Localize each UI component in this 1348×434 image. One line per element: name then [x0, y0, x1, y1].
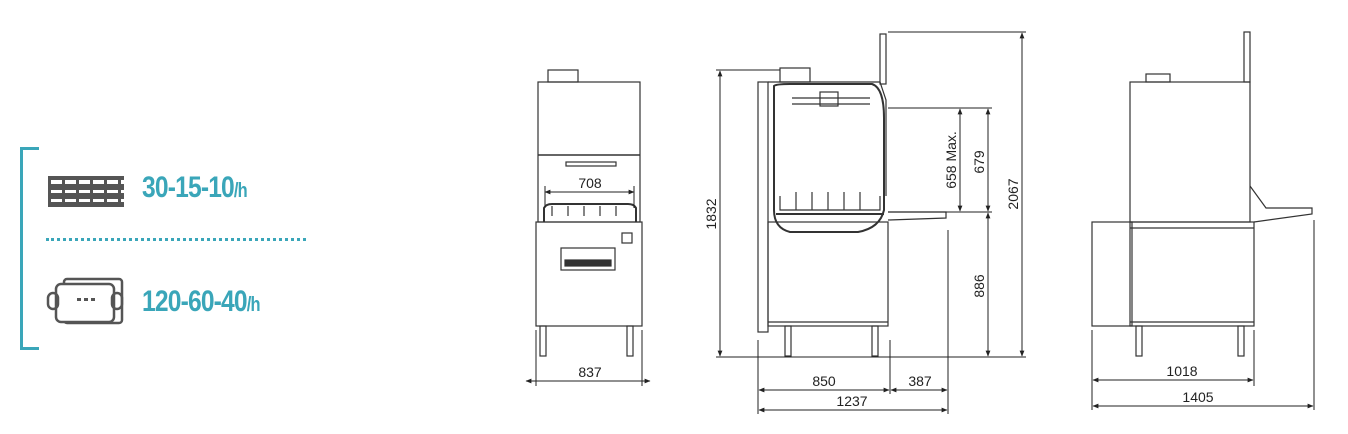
- capacity-bracket: [20, 147, 39, 350]
- dim-side-clearance-label: 658 Max.: [943, 131, 959, 189]
- dim-side-depth-label: 850: [812, 373, 836, 389]
- capacity-separator: [46, 238, 306, 241]
- dim-side-hood-travel-label: 679: [971, 150, 987, 174]
- dim-rear-total-depth-label: 1405: [1182, 389, 1213, 405]
- capacity-panel: 30-15-10/h 120-60-40/h: [0, 0, 420, 434]
- tray-icon: [46, 277, 124, 325]
- dim-rear-depth: [1091, 220, 1315, 410]
- rack-capacity-row: 30-15-10/h: [44, 168, 270, 208]
- front-view: [535, 69, 643, 357]
- tray-capacity-unit: /h: [246, 294, 261, 316]
- rear-view: [1091, 31, 1313, 357]
- rack-capacity-text: 30-15-10/h: [142, 171, 248, 205]
- side-extension-lines: [716, 31, 1026, 358]
- dim-front-width-label: 837: [578, 364, 602, 380]
- tray-capacity-value: 120-60-40: [142, 285, 248, 318]
- dim-front-rack-label: 708: [578, 175, 602, 191]
- dim-front-width: [525, 330, 651, 386]
- rack-capacity-unit: /h: [233, 180, 248, 202]
- tray-capacity-text: 120-60-40/h: [142, 285, 261, 319]
- dish-rack-icon: [48, 176, 124, 207]
- dim-front-rack: [544, 186, 635, 208]
- dim-side-table-ext-label: 387: [908, 373, 932, 389]
- tray-capacity-row: 120-60-40/h: [44, 276, 286, 328]
- dim-rear-base-depth-label: 1018: [1166, 363, 1197, 379]
- rack-capacity-value: 30-15-10: [142, 171, 235, 204]
- dim-side-total-depth-label: 1237: [836, 393, 867, 409]
- dim-side-table-height-label: 886: [971, 274, 987, 298]
- dim-side-height-open-label: 2067: [1005, 178, 1021, 209]
- side-view: [757, 33, 947, 357]
- dim-side-height-closed-label: 1832: [703, 198, 719, 229]
- dim-side-depth: [757, 230, 949, 414]
